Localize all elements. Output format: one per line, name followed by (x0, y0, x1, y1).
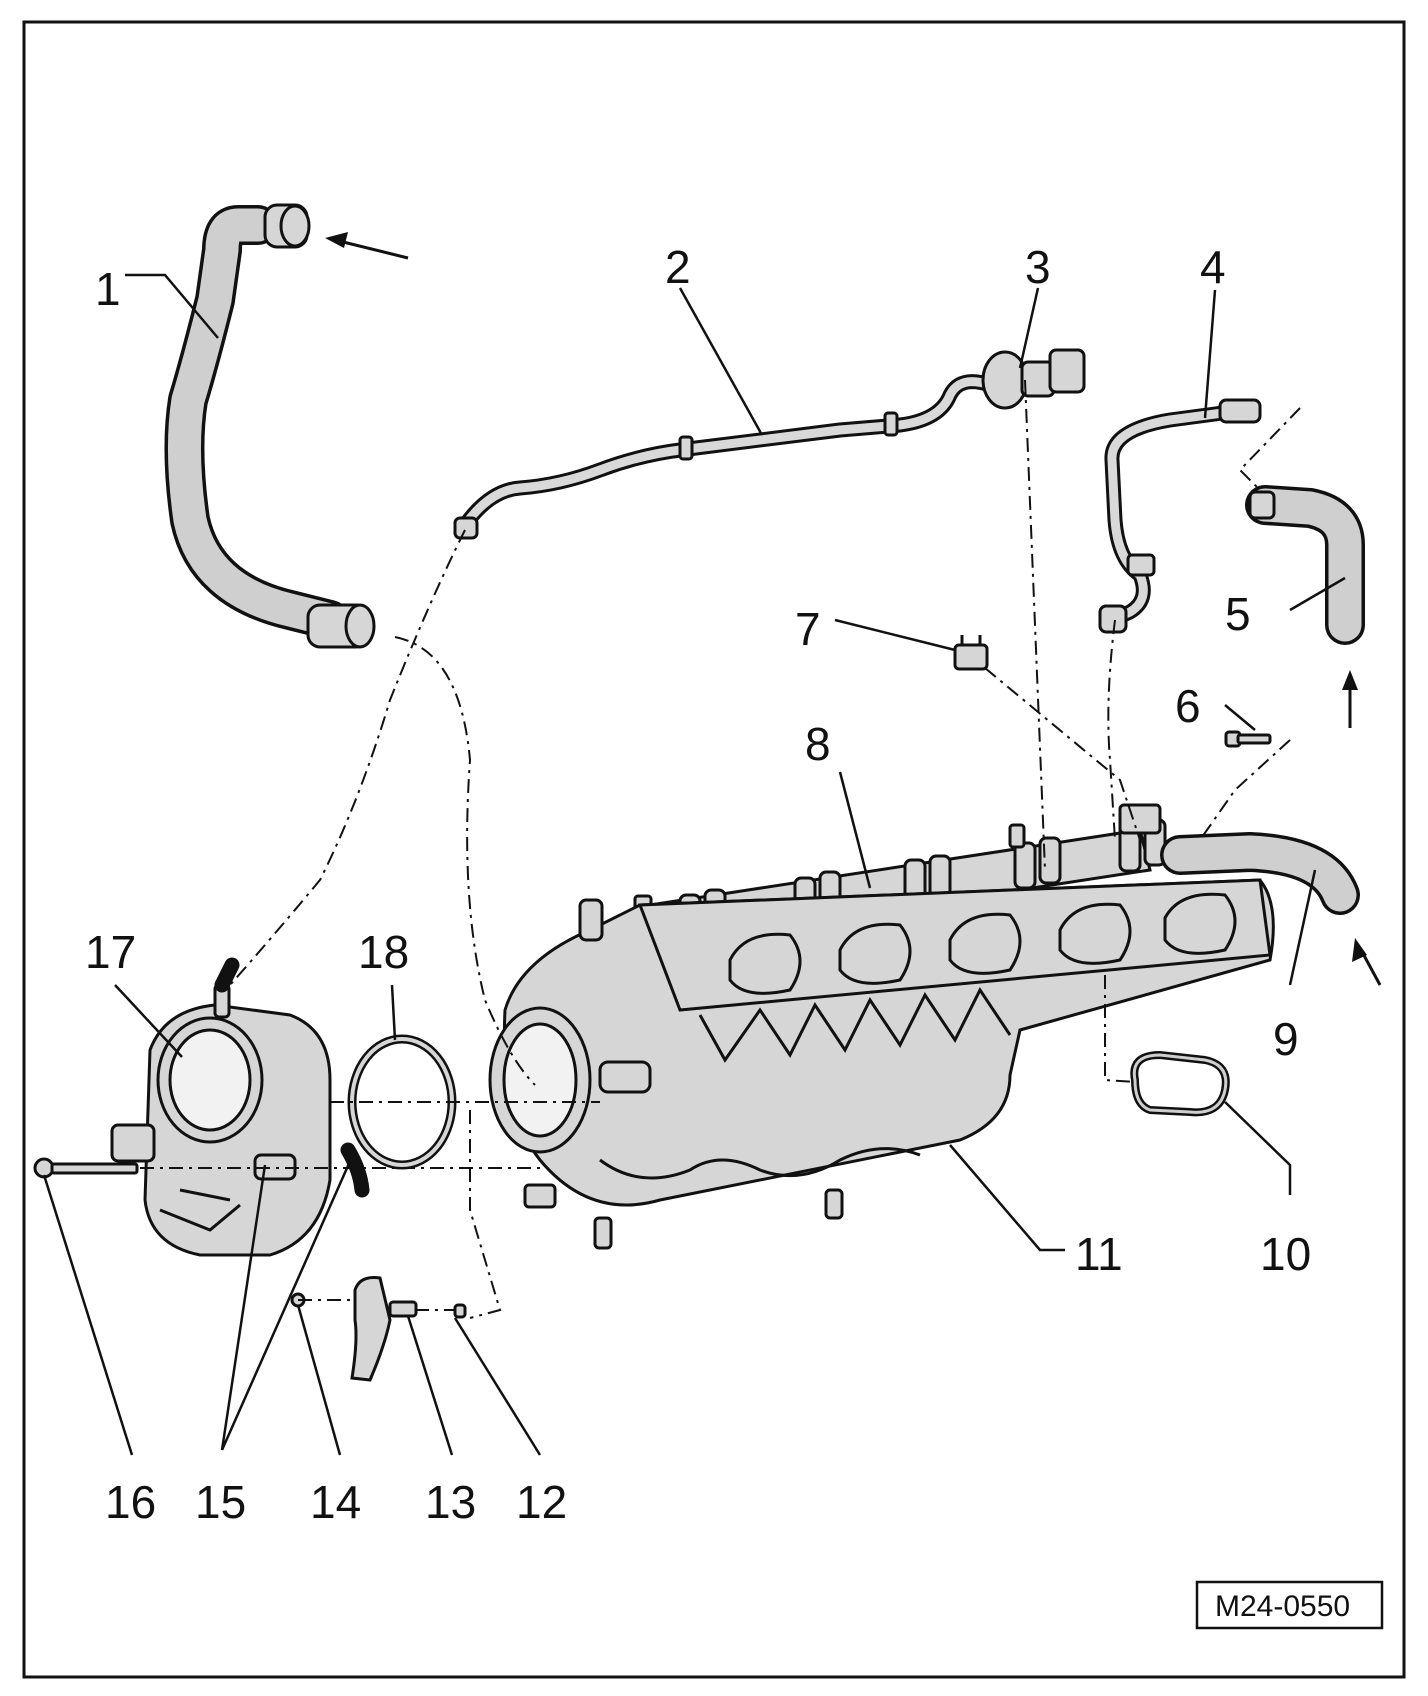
callout-8: 8 (805, 718, 831, 770)
part-11-intake-manifold (488, 878, 1275, 1250)
part-1-breather-hose (164, 203, 409, 649)
part-9-hose (1160, 832, 1382, 986)
callout-4: 4 (1200, 241, 1226, 293)
callout-5: 5 (1225, 588, 1251, 640)
intake-ports (728, 892, 1237, 995)
callout-15: 15 (195, 1476, 246, 1528)
part-13-sensor (350, 1276, 418, 1382)
callout-16: 16 (105, 1476, 156, 1528)
part-4-pressure-line (1098, 398, 1262, 634)
figure-frame (22, 20, 1406, 1679)
part-12-seal (453, 1303, 467, 1319)
part-2-vent-line (453, 374, 998, 540)
callout-1: 1 (95, 263, 121, 315)
figure-reference-box: M24-0550 (1195, 1580, 1384, 1630)
assembly-lines (140, 379, 1301, 1319)
callout-7: 7 (795, 603, 821, 655)
callout-18: 18 (358, 926, 409, 978)
callout-10: 10 (1260, 1228, 1311, 1280)
part-17-throttle-body (110, 957, 370, 1257)
callout-14: 14 (310, 1476, 361, 1528)
part-7-clip (953, 635, 989, 671)
figure-reference-number: M24-0550 (1215, 1590, 1350, 1623)
part-3-check-valve (981, 348, 1086, 410)
part-6-bolt (1224, 730, 1272, 748)
callout-6: 6 (1175, 680, 1201, 732)
callout-11: 11 (1075, 1228, 1123, 1280)
leader-lines (42, 273, 1346, 1456)
part-16-bolt (33, 1157, 139, 1179)
callout-labels: 1 2 3 4 5 6 7 8 9 10 11 12 13 14 15 16 1… (85, 241, 1311, 1528)
part-5-small-hose (1245, 485, 1365, 728)
callout-13: 13 (425, 1476, 476, 1528)
callout-9: 9 (1273, 1013, 1299, 1065)
part-10-gasket (1130, 1050, 1230, 1117)
callout-3: 3 (1025, 241, 1051, 293)
callout-17: 17 (85, 926, 136, 978)
callout-12: 12 (516, 1476, 567, 1528)
callout-2: 2 (665, 241, 691, 293)
